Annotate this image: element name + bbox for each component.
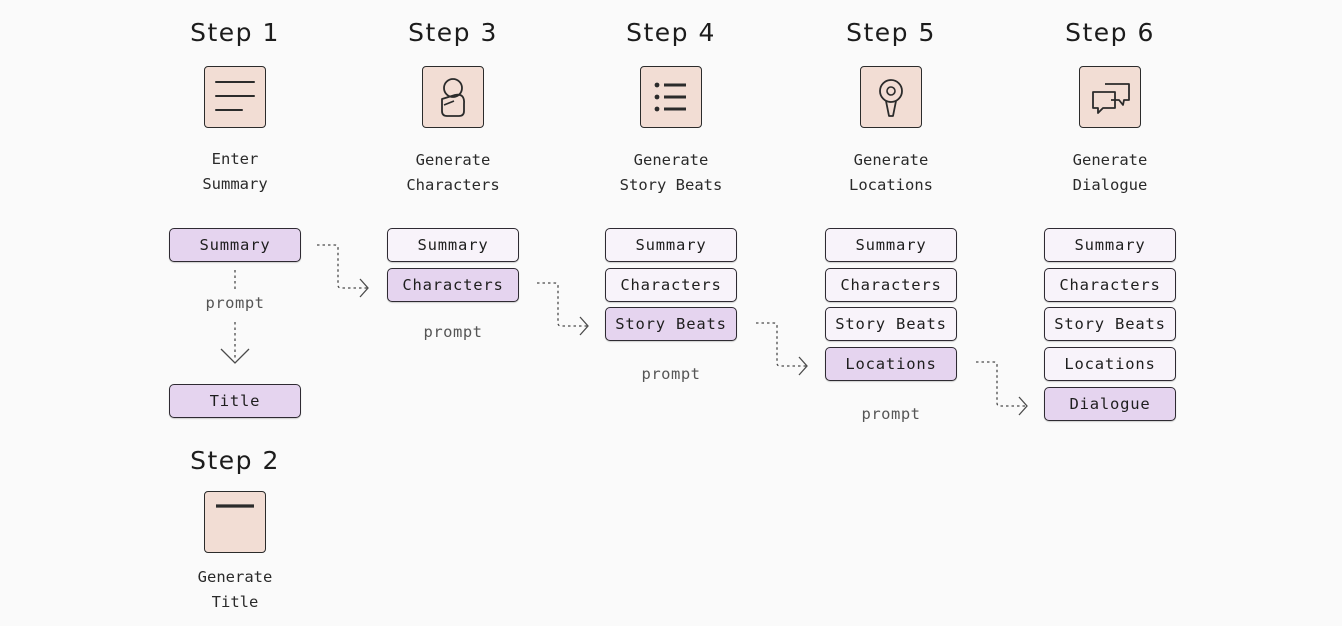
arrow-step1-to-step3-head [359,278,369,298]
step-title: Step 3 [408,18,498,47]
summary-lines-icon [214,80,255,111]
arrow-step3-to-step4-head [579,316,589,336]
step-title: Step 6 [1065,18,1155,47]
description-line: Dialogue [1072,176,1148,194]
description-line: Generate [197,568,273,586]
bullet-list-icon [654,82,686,111]
pill-characters: Characters [825,267,957,302]
description-line: Summary [202,175,268,193]
arrow-step5-to-step6 [976,361,1027,407]
prompt-label: prompt [205,294,265,312]
pill-dialogue: Dialogue [1044,386,1176,421]
dialogue-bubbles-icon [1091,82,1130,114]
step-title: Step 1 [190,18,280,47]
pill-summary: Summary [825,228,957,262]
arrow-step4-to-step5-head [798,356,808,376]
description-line: Characters [406,176,500,194]
bullet-list-tile [640,66,702,128]
step-title: Step 2 [190,446,280,475]
description-line: Story Beats [619,176,723,194]
description-line: Title [211,593,259,611]
description-line: Generate [415,151,491,169]
prompt-label: prompt [861,405,921,423]
location-pin-icon [878,78,903,117]
pill-characters: Characters [387,267,519,302]
pill-characters: Characters [1044,267,1176,302]
prompt-label: prompt [641,365,701,383]
location-pin-tile [860,66,922,128]
description-line: Enter [211,150,259,168]
character-tile [422,66,484,128]
arrow-step1-to-step3 [317,244,368,289]
pill-summary: Summary [1044,228,1176,262]
pill-characters: Characters [605,267,737,302]
pill-summary: Summary [605,228,737,262]
arrow-step4-to-step5 [756,322,807,367]
step-title: Step 5 [846,18,936,47]
title-bar-icon [215,503,254,508]
pill-story-beats: Story Beats [1044,307,1176,342]
title-bar-tile [204,491,266,553]
description-line: Generate [1072,151,1148,169]
flow-prompt-to-title-head [220,348,250,364]
pill-locations: Locations [1044,347,1176,382]
arrow-step5-to-step6-head [1018,396,1028,416]
pill-summary: Summary [387,228,519,262]
description-line: Generate [633,151,709,169]
description-line: Locations [849,176,933,194]
pill-story-beats: Story Beats [825,307,957,342]
step-title: Step 4 [626,18,716,47]
pill-locations: Locations [825,347,957,382]
character-icon [440,77,465,117]
summary-lines-tile [204,66,266,128]
description-line: Generate [853,151,929,169]
arrow-step3-to-step4 [537,282,588,327]
pill-story-beats: Story Beats [605,307,737,342]
pill-summary: Summary [169,228,301,262]
prompt-label: prompt [423,323,483,341]
dialogue-bubbles-tile [1079,66,1141,128]
pill-title: Title [169,384,301,418]
